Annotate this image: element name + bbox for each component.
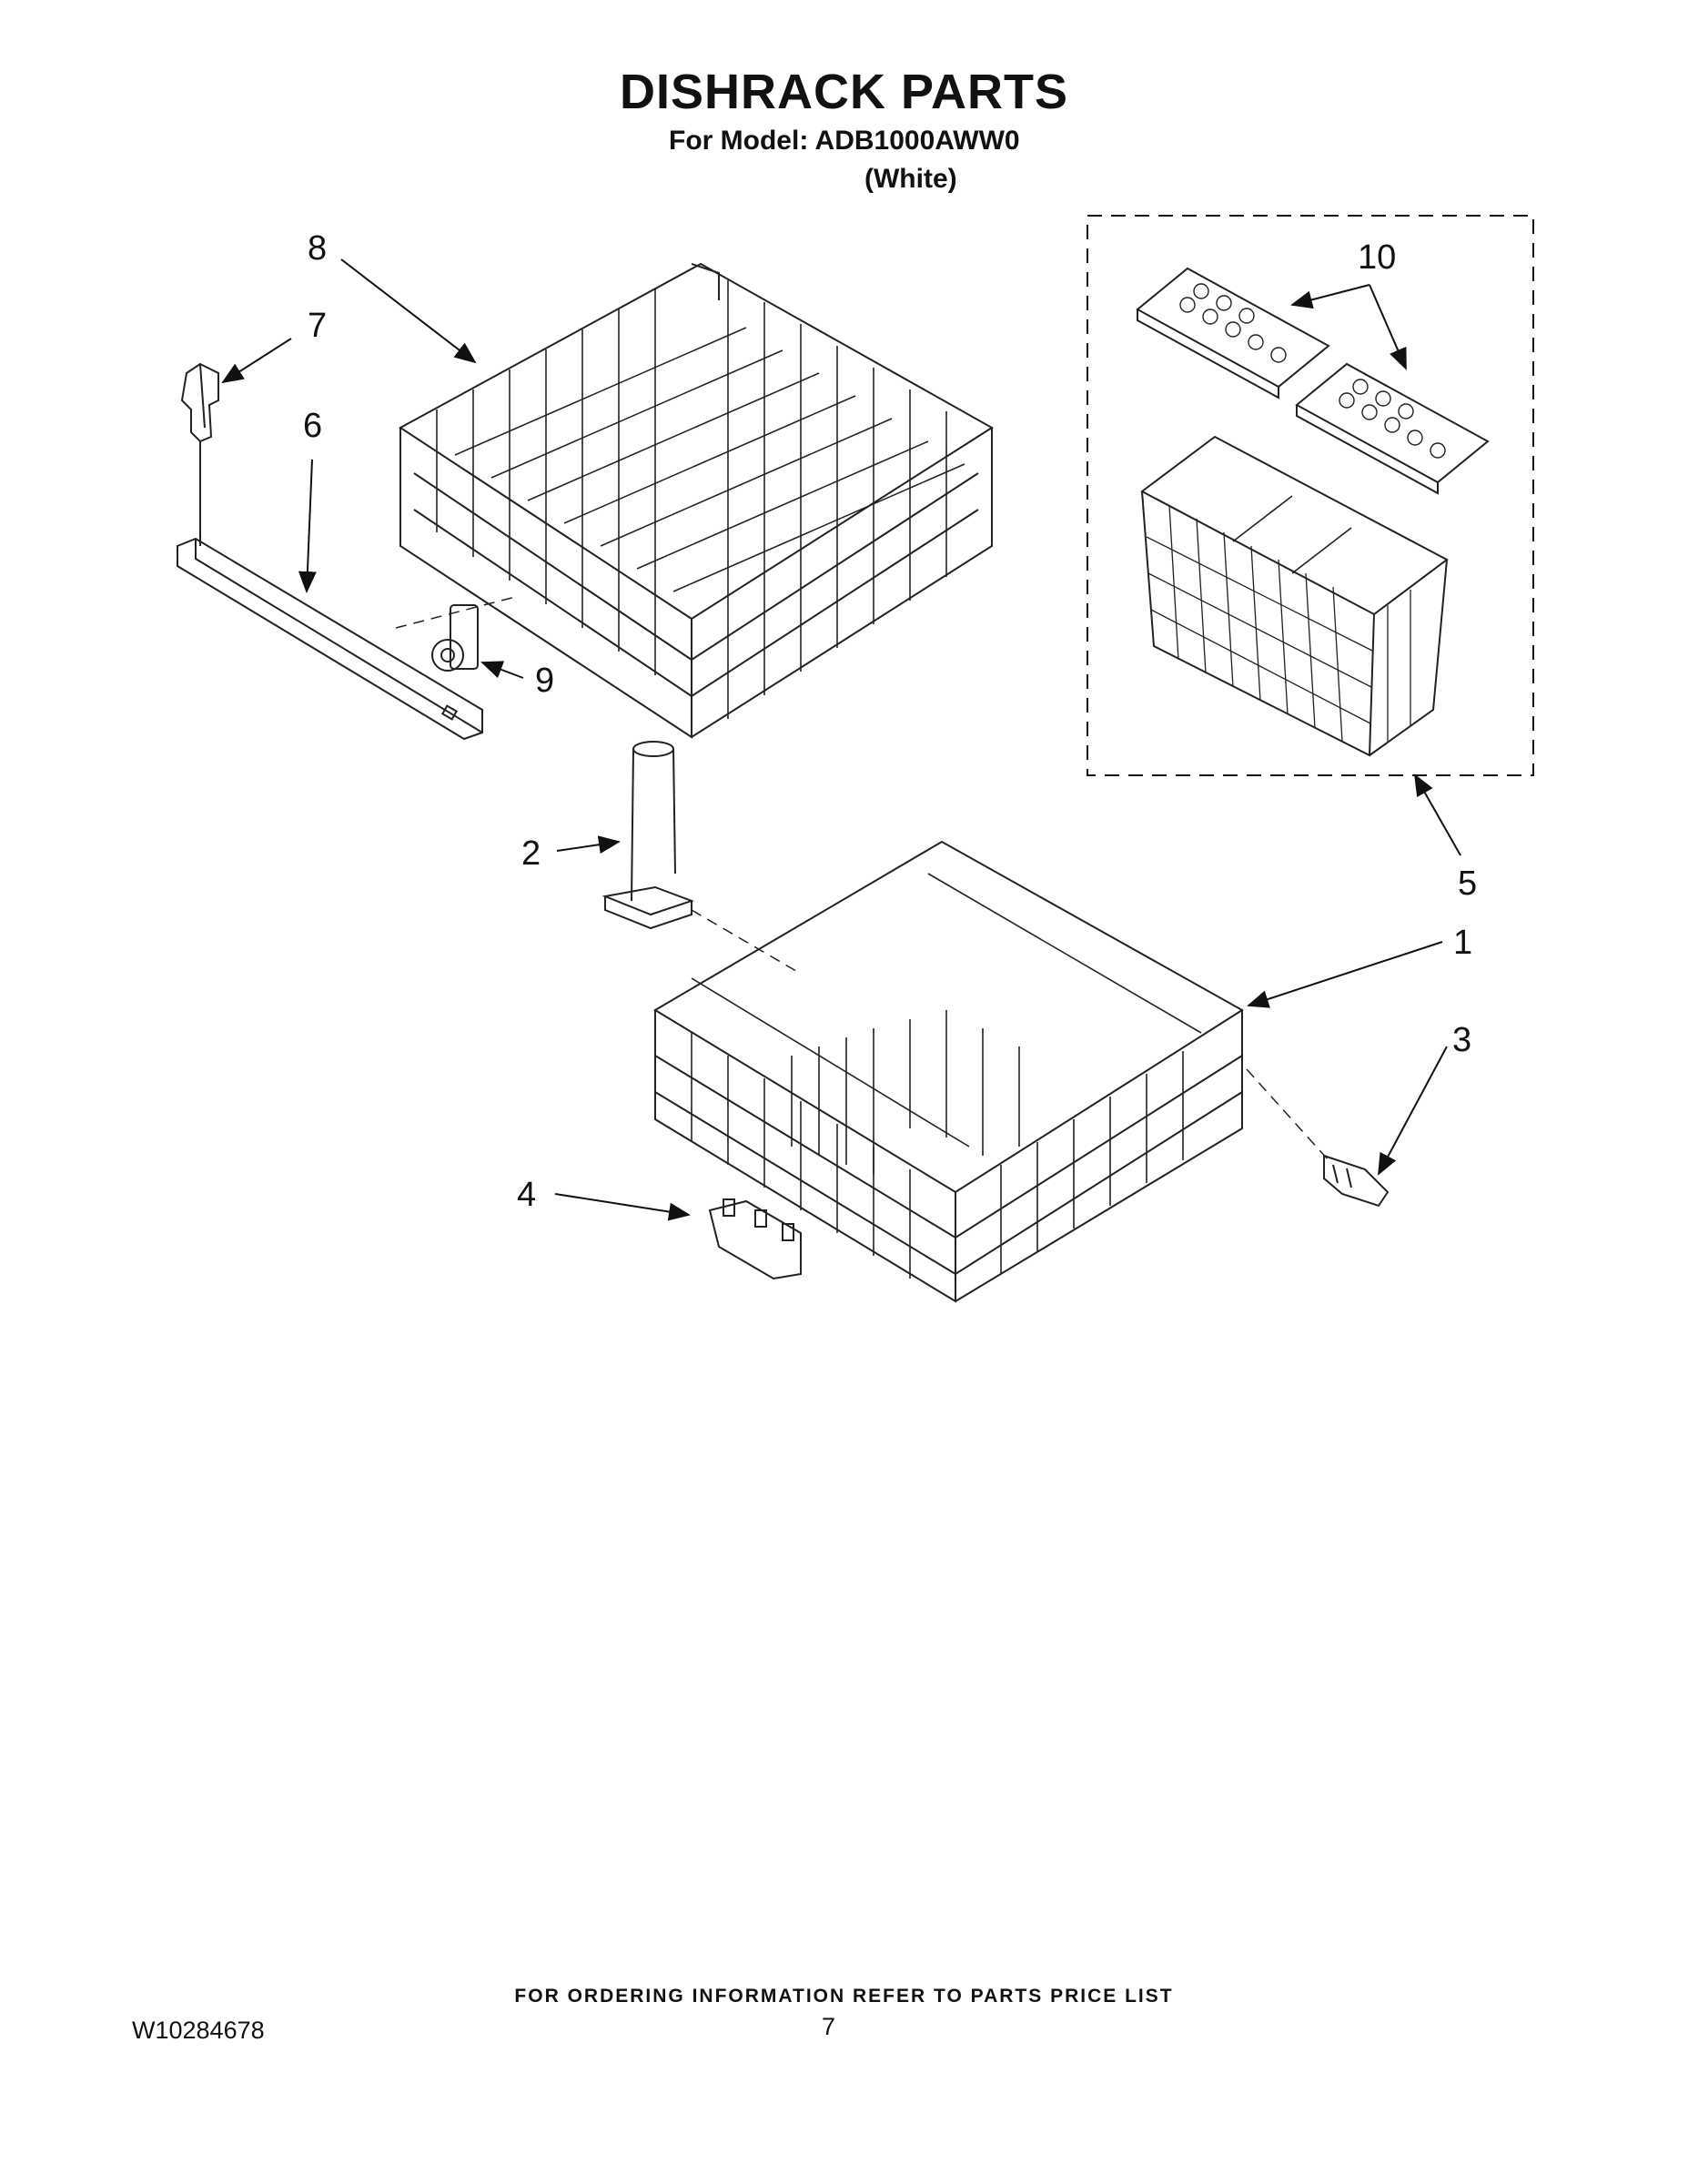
upper-dishrack: [399, 262, 994, 739]
rack-track-clip: [1323, 1154, 1390, 1208]
callout-5: 5: [1458, 864, 1477, 903]
rack-clip: [180, 362, 219, 443]
basket-covers: [1136, 267, 1490, 495]
kit-dashed-box: [1087, 215, 1534, 776]
page-number: 7: [822, 2013, 836, 2040]
document-number: W10284678: [132, 2017, 265, 2044]
ordering-note: FOR ORDERING INFORMATION REFER TO PARTS …: [514, 1986, 1174, 2007]
callout-7: 7: [308, 307, 327, 345]
callout-6: 6: [303, 407, 322, 445]
cutlery-basket: [1140, 435, 1449, 757]
callout-9: 9: [535, 662, 554, 700]
callout-8: 8: [308, 229, 327, 268]
model-line: For Model: ADB1000AWW0: [669, 126, 1020, 156]
rack-stem: [601, 741, 694, 930]
leader-lines: [221, 258, 1461, 1221]
lower-dishrack: [653, 840, 1244, 1303]
rack-rail: [177, 441, 483, 741]
page-title: DISHRACK PARTS: [619, 65, 1068, 119]
callout-3: 3: [1452, 1021, 1471, 1059]
callout-2: 2: [521, 834, 541, 873]
callout-10: 10: [1358, 238, 1396, 277]
callout-1: 1: [1453, 924, 1472, 962]
rack-roller: [431, 604, 479, 672]
color-line: (White): [864, 164, 957, 194]
callout-4: 4: [517, 1176, 536, 1214]
tine-clip: [708, 1198, 802, 1280]
